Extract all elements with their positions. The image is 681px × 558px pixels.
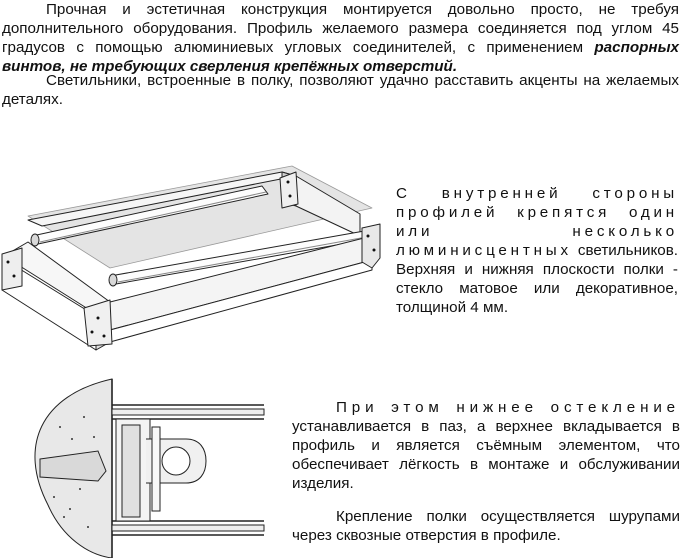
shelf-illustration	[1, 165, 381, 351]
intro-paragraph: Прочная и эстетичная конструкция монтиру…	[2, 0, 679, 76]
inner-side-paragraph: С внутренней стороны профилей крепятся о…	[396, 184, 678, 317]
profile-section-illustration	[34, 378, 265, 558]
glazing-rest: устанавливается в паз, а верхнее вкладыв…	[292, 418, 680, 492]
mounting-paragraph: Крепление полки осуществляется шурупами …	[292, 508, 680, 544]
glazing-paragraph: При этом нижнее остекление устанавливает…	[292, 398, 680, 493]
inner-side-rest: светильников. Верхняя и нижняя плоскости…	[396, 242, 678, 316]
inner-side-lead: С внутренней стороны профилей крепятся о…	[396, 185, 678, 259]
intro-text: Прочная и эстетичная конструкция монтиру…	[2, 1, 679, 56]
lights-paragraph: Светильники, встроенные в полку, позволя…	[2, 72, 679, 108]
intro-emphasis: распорных винтов, не требующих сверления…	[2, 39, 679, 75]
glazing-lead: При этом нижнее остекление	[336, 399, 680, 416]
